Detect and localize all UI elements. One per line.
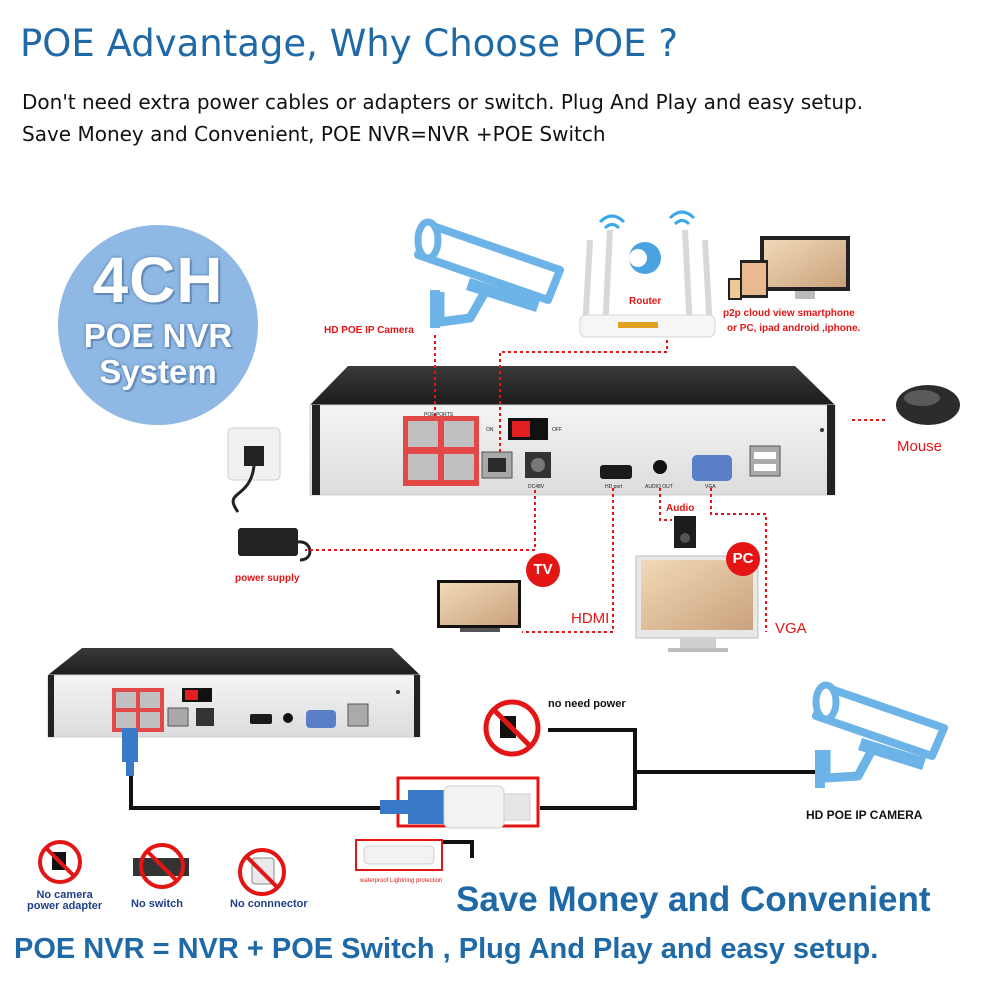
- top-ip-camera-icon: [414, 218, 564, 328]
- mouse-icon: [896, 385, 960, 425]
- no-adapter-label: No camera power adapter: [27, 890, 102, 912]
- channel-badge: 4CH POE NVR System: [58, 225, 258, 425]
- devices-icon: [728, 236, 850, 300]
- no-switch-icon: [133, 843, 189, 889]
- vga-label: VGA: [775, 620, 807, 637]
- bottom-camera-label: HD POE IP CAMERA: [806, 808, 923, 822]
- save-money-heading: Save Money and Convenient: [456, 880, 931, 919]
- pc-monitor-icon: [635, 555, 759, 652]
- poe-ports-port-label: POE PORTS: [424, 412, 454, 418]
- tv-badge: TV: [526, 553, 560, 587]
- no-connector-label: No connnector: [230, 898, 308, 910]
- dc-port-label: DC48V: [528, 484, 545, 490]
- off-port-label: OFF: [552, 427, 562, 433]
- top-nvr-device: [309, 366, 836, 496]
- poe-connector-box: [380, 776, 540, 829]
- badge-product: POE NVR: [83, 317, 233, 354]
- bottom-cables: [129, 728, 815, 858]
- no-adapter-label-line-2: power adapter: [27, 900, 103, 912]
- hdmi-label: HDMI: [571, 610, 610, 627]
- vga-port-label: VGA: [705, 484, 716, 490]
- top-camera-label: HD POE IP Camera: [324, 325, 414, 336]
- lightning-protection-label: waterproof Lightning protection: [360, 878, 443, 884]
- no-adapter-label-line-1: No camera: [36, 889, 93, 901]
- no-switch-label: No switch: [131, 898, 183, 910]
- badge-channel-count: 4CH: [92, 244, 224, 316]
- bottom-ip-camera-icon: [812, 681, 948, 788]
- top-connection-lines: [305, 335, 885, 633]
- intro-line-1: Don't need extra power cables or adapter…: [22, 90, 864, 114]
- lightning-protection-box: [355, 839, 443, 871]
- poe-formula-line: POE NVR = NVR + POE Switch , Plug And Pl…: [14, 933, 879, 965]
- router-icon: [579, 210, 716, 338]
- no-power-icon: [483, 699, 541, 757]
- p2p-label-line-2: or PC, ipad android ,iphone.: [727, 323, 861, 334]
- mouse-label: Mouse: [897, 438, 943, 455]
- badge-system: System: [99, 353, 217, 390]
- pc-badge: PC: [726, 542, 760, 576]
- on-port-label: ON: [486, 427, 494, 433]
- power-supply-label: power supply: [235, 573, 300, 584]
- p2p-label-line-1: p2p cloud view smartphone: [723, 308, 855, 319]
- no-power-label: no need power: [548, 698, 626, 710]
- power-supply-icon: [227, 427, 312, 562]
- tv-icon: [437, 580, 521, 632]
- no-adapter-icon: [38, 840, 82, 884]
- speaker-icon: [674, 516, 696, 548]
- no-connector-icon: [238, 848, 286, 896]
- hdmi-port-label: HD port: [605, 484, 623, 490]
- page-title: POE Advantage, Why Choose POE ?: [20, 22, 678, 65]
- intro-line-2: Save Money and Convenient, POE NVR=NVR +…: [22, 122, 606, 146]
- audio-port-label: AUDIO OUT: [645, 484, 673, 490]
- router-label: Router: [629, 296, 662, 307]
- ethernet-plug-icon: [122, 728, 138, 776]
- bottom-nvr-device: [47, 648, 421, 738]
- audio-label: Audio: [666, 503, 695, 514]
